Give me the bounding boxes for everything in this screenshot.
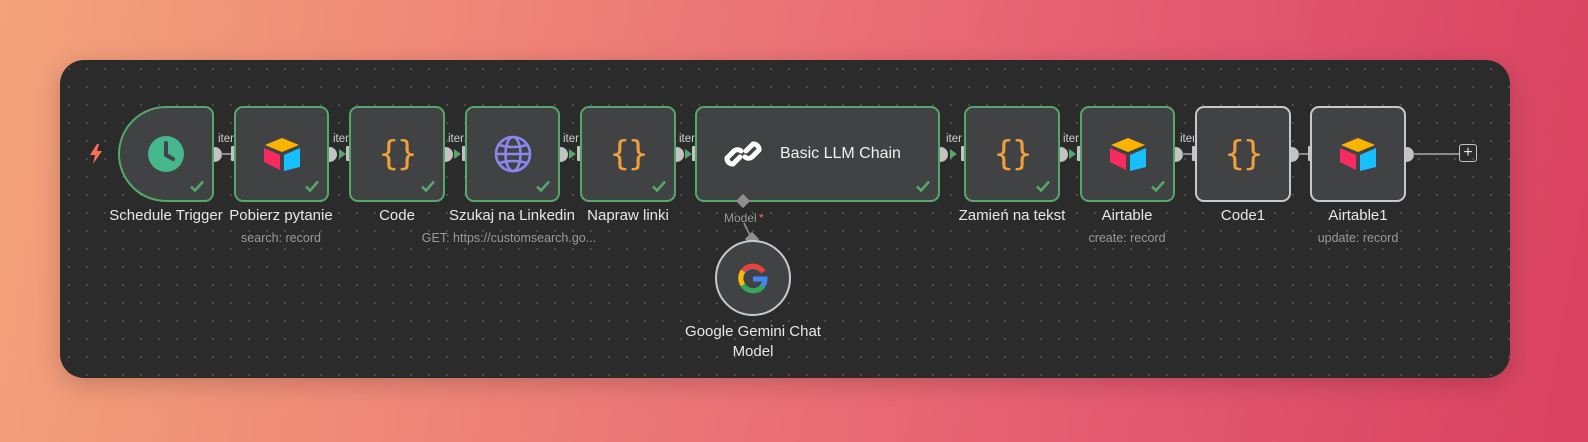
node-subtitle: GET: https://customsearch.go...: [421, 231, 597, 245]
node-subtitle: search: record: [241, 231, 321, 245]
success-check-icon: [652, 180, 666, 193]
globe-icon: [494, 135, 531, 173]
connection-edge[interactable]: [221, 153, 231, 155]
code-braces-icon: {}: [609, 134, 649, 174]
success-check-icon: [536, 180, 550, 193]
clock-icon: [148, 136, 184, 172]
success-check-icon: [1151, 180, 1165, 193]
node-szukaj-na-linkedin[interactable]: [465, 106, 560, 202]
success-check-icon: [421, 180, 435, 193]
success-check-icon: [305, 180, 319, 193]
node-label: Airtable: [1101, 207, 1153, 224]
success-check-icon: [916, 180, 930, 193]
node-label: Pobierz pytanie: [229, 207, 333, 224]
node-label: Airtable1: [1328, 207, 1388, 224]
node-napraw-linki[interactable]: {}: [580, 106, 676, 202]
code-braces-icon: {}: [993, 134, 1033, 174]
code-braces-icon: {}: [1224, 134, 1264, 174]
airtable-icon: [263, 138, 300, 171]
required-indicator: *: [759, 211, 764, 225]
node-label: Code1: [1220, 207, 1266, 224]
node-basic-llm-chain[interactable]: Basic LLM Chain: [695, 106, 940, 202]
node-label: Code: [379, 207, 415, 224]
success-check-icon: [190, 180, 204, 193]
connection-edge[interactable]: [1182, 153, 1192, 155]
connection-edge: [1413, 153, 1459, 155]
node-label: Schedule Trigger: [109, 207, 223, 224]
node-label: Zamień na tekst: [958, 207, 1066, 224]
node-subtitle: create: record: [1088, 231, 1166, 245]
node-zamien-na-tekst[interactable]: {}: [964, 106, 1060, 202]
add-node-button[interactable]: +: [1459, 144, 1477, 162]
edge-arrow: [1069, 149, 1076, 159]
edge-label: items: [448, 133, 464, 145]
connection-edge[interactable]: [1298, 153, 1308, 155]
airtable-icon: [1340, 138, 1376, 171]
node-code1[interactable]: {}: [1195, 106, 1291, 202]
edge-label: items: [563, 133, 579, 145]
edge-arrow: [685, 149, 692, 159]
model-port-label: Model: [724, 211, 757, 225]
node-label: Napraw linki: [587, 207, 669, 224]
edge-label: items: [946, 133, 962, 145]
edge-arrow: [339, 149, 346, 159]
google-icon: [738, 263, 768, 294]
edge-arrow: [950, 149, 957, 159]
edge-label: items: [218, 133, 234, 145]
success-check-icon: [1036, 180, 1050, 193]
edge-label: items: [1063, 133, 1079, 145]
node-label: Szukaj na Linkedin: [449, 207, 575, 224]
node-airtable[interactable]: [1080, 106, 1175, 202]
node-schedule-trigger[interactable]: [118, 106, 214, 202]
node-airtable1[interactable]: [1310, 106, 1406, 202]
link-chain-icon: [724, 141, 762, 167]
edge-label: items: [679, 133, 695, 145]
edge-label: items: [1180, 133, 1194, 145]
node-subtitle: update: record: [1317, 231, 1399, 245]
node-google-gemini-chat-model[interactable]: [715, 240, 791, 316]
node-pobierz-pytanie[interactable]: [234, 106, 329, 202]
node-code[interactable]: {}: [349, 106, 445, 202]
node-label: Google Gemini Chat Model: [685, 323, 821, 360]
edge-arrow: [569, 149, 576, 159]
node-title: Basic LLM Chain: [780, 145, 901, 162]
lightning-bolt-icon[interactable]: [88, 143, 104, 165]
airtable-icon: [1109, 138, 1146, 171]
edge-label: items: [333, 133, 349, 145]
code-braces-icon: {}: [378, 134, 418, 174]
edge-arrow: [454, 149, 461, 159]
